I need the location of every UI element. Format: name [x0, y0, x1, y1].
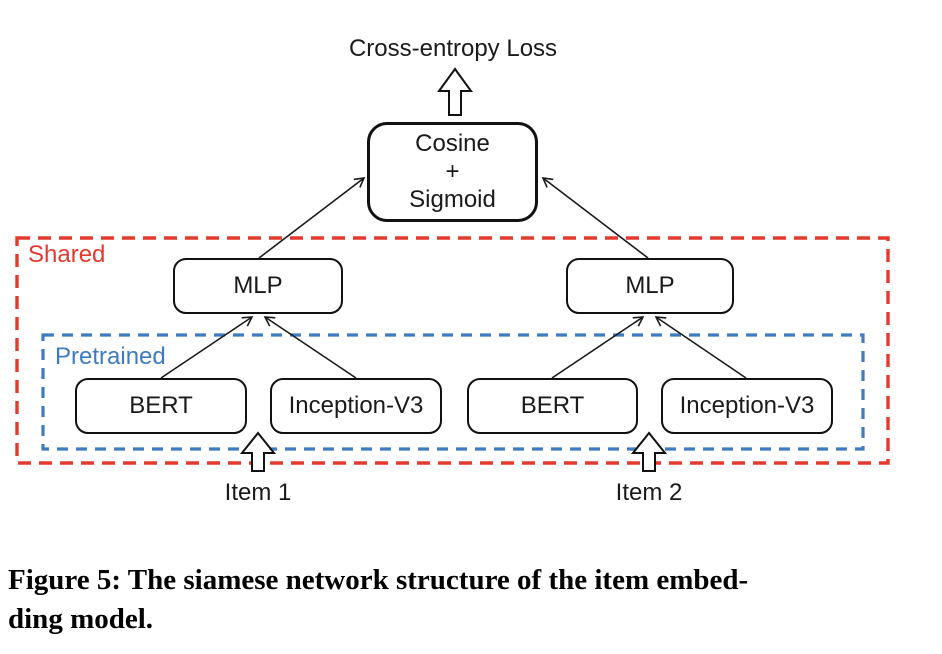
- figure-caption-line2: ding model.: [8, 603, 154, 635]
- inception-v3-box-left: Inception-V3: [270, 378, 442, 434]
- item2-label: Item 2: [615, 479, 683, 506]
- figure-caption: Figure 5: The siamese network structure …: [8, 561, 748, 639]
- mlp-box-left: MLP: [173, 258, 343, 314]
- edge-bert-left-to-mlp: [160, 316, 254, 379]
- edge-mlp-left-to-cosine: [258, 177, 366, 259]
- item1-label: Item 1: [224, 479, 292, 506]
- bert-box-right: BERT: [467, 378, 638, 434]
- shared-group-boundary: [15, 236, 890, 465]
- edge-mlp-right-to-cosine: [541, 177, 649, 259]
- item1-input-arrow: [239, 431, 277, 472]
- loss-output-arrow: [437, 67, 473, 116]
- pretrained-group-boundary: [41, 333, 865, 451]
- shared-group-label: Shared: [28, 241, 106, 268]
- cosine-sigmoid-line2: +: [445, 158, 460, 185]
- mlp-box-right: MLP: [566, 258, 734, 314]
- cosine-sigmoid-line1: Cosine: [415, 130, 490, 157]
- figure-caption-line1: Figure 5: The siamese network structure …: [8, 564, 749, 596]
- edge-bert-right-to-mlp: [551, 316, 645, 379]
- cross-entropy-loss-label: Cross-entropy Loss: [348, 35, 558, 62]
- item2-input-arrow: [630, 431, 668, 472]
- edge-inception-left-to-mlp: [263, 316, 357, 379]
- cosine-sigmoid-box: Cosine + Sigmoid: [367, 122, 538, 222]
- edge-inception-right-to-mlp: [654, 316, 747, 379]
- bert-box-left: BERT: [75, 378, 247, 434]
- inception-v3-box-right: Inception-V3: [661, 378, 833, 434]
- pretrained-group-label: Pretrained: [55, 343, 166, 370]
- cosine-sigmoid-line3: Sigmoid: [409, 186, 496, 213]
